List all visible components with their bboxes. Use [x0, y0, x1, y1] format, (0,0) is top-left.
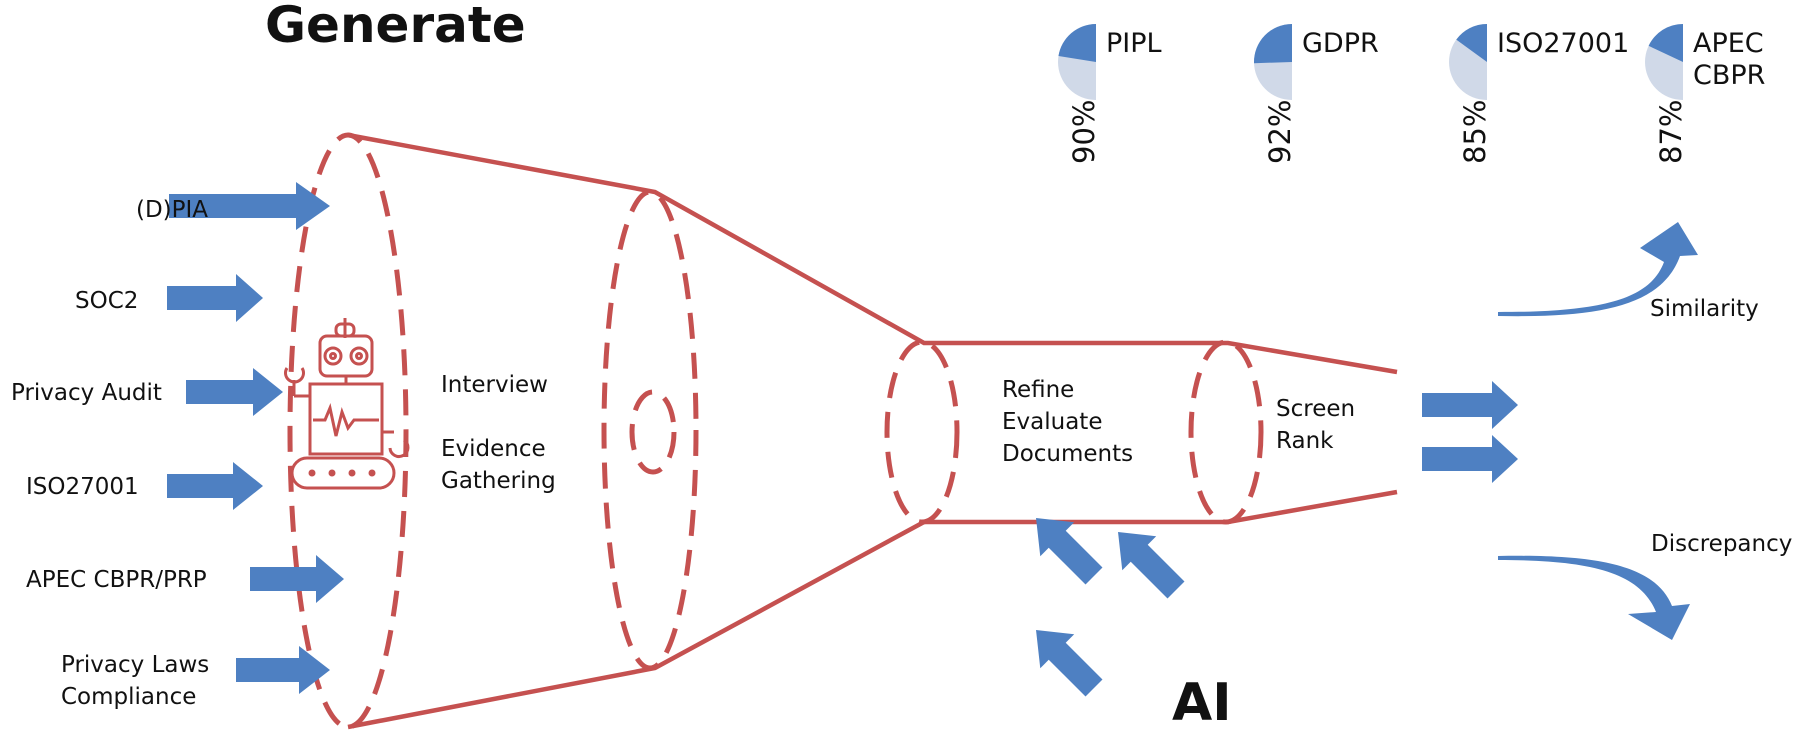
ai-label: AI [1172, 673, 1232, 732]
funnel-opening-ring [287, 132, 409, 730]
input-arrow-privacy-audit [186, 368, 283, 416]
stage-evidence: Interview Evidence Gathering [441, 372, 556, 494]
similarity-label: Similarity [1650, 296, 1759, 322]
funnel [287, 132, 1398, 730]
ai-arrow-2 [1118, 532, 1185, 599]
gauge-percent: 87% [1654, 100, 1688, 164]
stage-refine: Refine Evaluate Documents [1002, 377, 1133, 467]
funnel-neck-ring [884, 339, 960, 525]
funnel-screen-ring [1188, 339, 1264, 525]
input-label-privacy-audit: Privacy Audit [11, 380, 162, 406]
gauge-name: ISO27001 [1497, 28, 1629, 59]
input-label-privacy-laws: Privacy Laws Compliance [61, 652, 217, 710]
funnel-bottom-edge [347, 489, 1398, 730]
funnel-mid-ring [601, 189, 699, 671]
input-arrow-iso27001 [167, 462, 263, 510]
stage-screen: Screen Rank [1276, 396, 1355, 454]
ai-arrows [1036, 518, 1185, 697]
discrepancy-curved-arrow [1498, 555, 1690, 640]
gauge-fill [1456, 24, 1487, 62]
funnel-inner-ring [629, 389, 677, 475]
output-arrow-upper [1422, 381, 1518, 429]
stage2-line2: Evaluate [1002, 409, 1102, 435]
funnel-top-edge [347, 132, 1398, 375]
input-arrow-soc2 [167, 274, 263, 322]
diagram-title: Generate [265, 0, 526, 54]
input-label-apec-cbpr: APEC CBPR/PRP [26, 567, 207, 593]
output-arrow-lower [1422, 435, 1518, 483]
stage3-line1: Screen [1276, 396, 1355, 422]
gauge-2: ISO27001 85% [1449, 24, 1629, 164]
gauge-fill [1058, 24, 1096, 62]
ai-arrow-1 [1036, 518, 1103, 585]
stage2-line1: Refine [1002, 377, 1074, 403]
gauge-1: GDPR 92% [1254, 24, 1379, 164]
ai-arrow-3 [1036, 630, 1103, 697]
gauge-0: PIPL 90% [1058, 24, 1162, 164]
input-label-dpia: (D)PIA [136, 197, 208, 223]
input-arrow-dpia [169, 182, 330, 230]
input-label-soc2: SOC2 [75, 288, 138, 314]
input-labels: (D)PIA SOC2 Privacy Audit ISO27001 APEC … [11, 197, 217, 710]
input-arrow-apec-cbpr [250, 555, 344, 603]
gauge-percent: 85% [1458, 100, 1492, 164]
gauge-percent: 92% [1263, 100, 1297, 164]
similarity-curved-arrow [1498, 222, 1698, 317]
stage1-line1: Interview [441, 372, 548, 398]
input-label-iso27001: ISO27001 [26, 474, 139, 500]
stage1-line2: Evidence [441, 436, 546, 462]
discrepancy-label: Discrepancy [1651, 531, 1792, 557]
stage1-line3: Gathering [441, 468, 556, 494]
output-arrows [1422, 381, 1518, 483]
gauge-fill [1254, 24, 1292, 64]
stage3-line2: Rank [1276, 428, 1334, 454]
gauge-name: GDPR [1302, 28, 1379, 59]
input-arrow-privacy-laws [236, 646, 330, 694]
stage2-line3: Documents [1002, 441, 1133, 467]
input-arrows [167, 182, 344, 694]
gauge-fill [1648, 24, 1683, 62]
gauge-name: PIPL [1106, 28, 1162, 59]
gauge-percent: 90% [1067, 100, 1101, 164]
robot-icon [284, 318, 410, 490]
